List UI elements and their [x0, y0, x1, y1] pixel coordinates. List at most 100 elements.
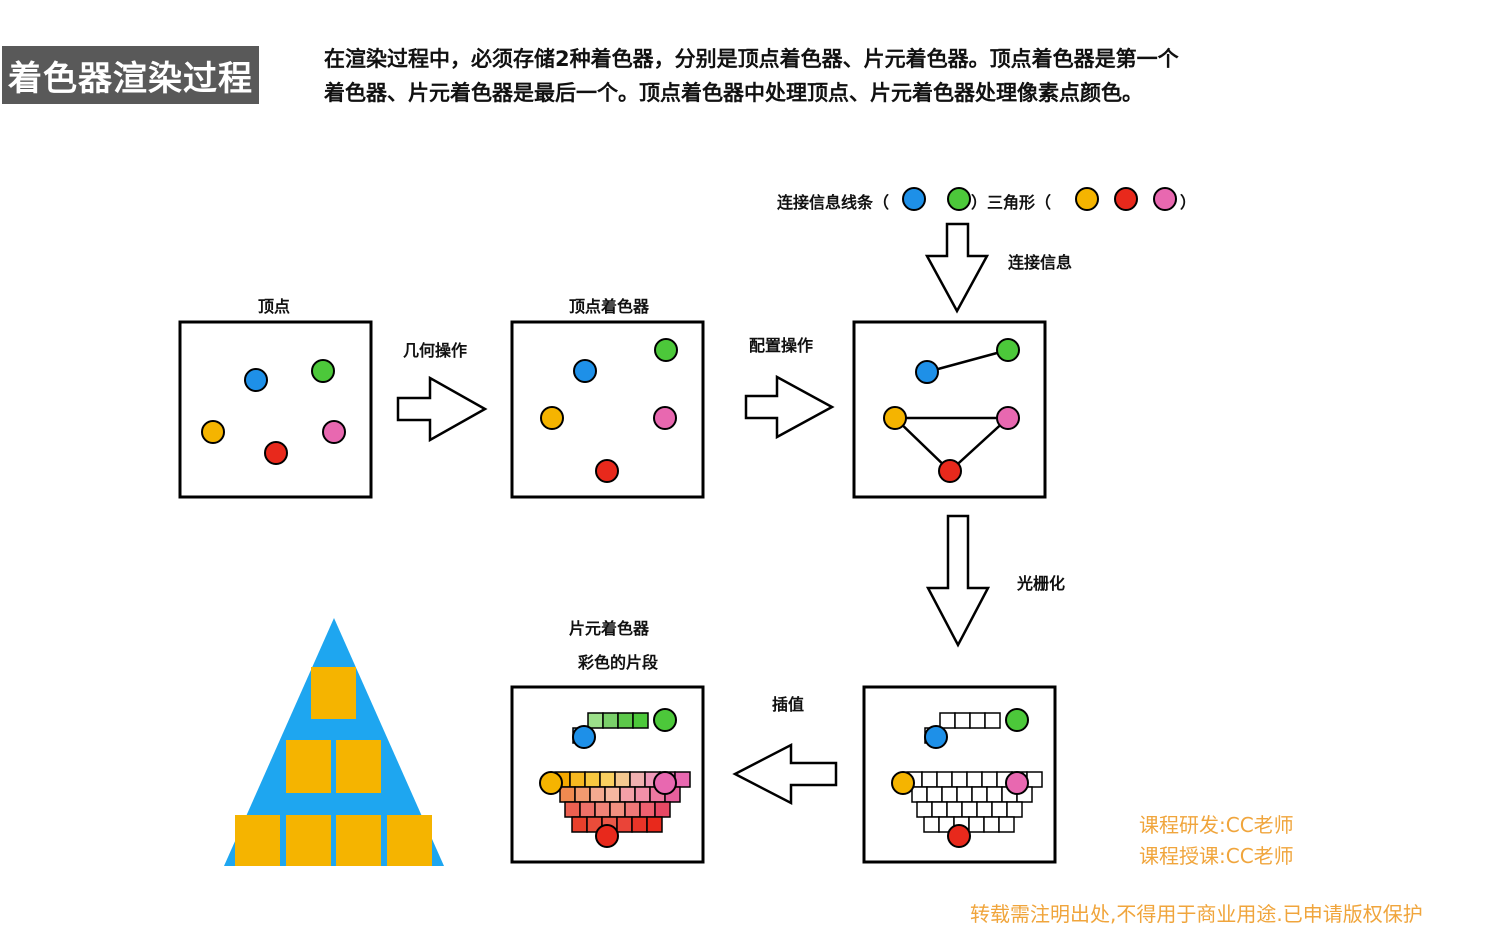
- legend-red-dot: [1114, 187, 1138, 211]
- description-line-2: 着色器、片元着色器是最后一个。顶点着色器中处理顶点、片元着色器处理像素点颜色。: [324, 81, 1143, 105]
- fragment-cell: [1006, 801, 1023, 818]
- fragment-cell: [632, 712, 649, 729]
- fragment-cell: [617, 712, 634, 729]
- legend: [902, 187, 1177, 211]
- copyright-notice: 转载需注明出处,不得用于商业用途.已申请版权保护: [970, 902, 1423, 926]
- fragment-cell: [968, 816, 985, 833]
- fragment-cell: [602, 712, 619, 729]
- fragment-cell: [599, 771, 616, 788]
- legend-green-dot: [947, 187, 971, 211]
- fragment-cell: [631, 816, 648, 833]
- primitive-box: [852, 320, 1047, 499]
- frag-pink: [653, 771, 677, 795]
- fragment-box: [510, 685, 705, 864]
- fragment-cell: [629, 771, 646, 788]
- fragment-cell: [624, 801, 641, 818]
- fragment-cell: [926, 786, 943, 803]
- fragment-cell: [574, 786, 591, 803]
- fragment-cell: [991, 801, 1008, 818]
- fragment-cell: [634, 786, 651, 803]
- legend-pink-dot: [1153, 187, 1177, 211]
- vs-red: [595, 459, 619, 483]
- legend-close: ）: [1180, 193, 1197, 212]
- raster-green: [1005, 708, 1029, 732]
- vs-green: [654, 338, 678, 362]
- fragment-cell: [969, 712, 986, 729]
- fragment-cell: [614, 771, 631, 788]
- label-config-op: 配置操作: [749, 336, 814, 355]
- arrow-left-interpolate: [732, 742, 838, 806]
- fragment-cell: [587, 712, 604, 729]
- fragment-cell: [923, 816, 940, 833]
- fragment-cell: [971, 786, 988, 803]
- fragment-cell: [639, 801, 656, 818]
- raster-box: [862, 685, 1057, 864]
- prim-green: [996, 338, 1020, 362]
- prim-blue: [915, 360, 939, 384]
- prim-red: [938, 459, 962, 483]
- fragment-cell: [976, 801, 993, 818]
- credit-teach: 课程授课:CC老师: [1139, 844, 1294, 868]
- label-interpolate: 插值: [772, 695, 805, 714]
- label-colored-fragments: 彩色的片段: [578, 653, 659, 672]
- label-rasterize: 光栅化: [1017, 574, 1066, 593]
- page-title: 着色器渲染过程: [2, 46, 259, 104]
- fragment-cell: [911, 786, 928, 803]
- legend-blue-dot: [902, 187, 926, 211]
- fragment-cell: [564, 801, 581, 818]
- label-connect-info: 连接信息: [1008, 253, 1073, 272]
- fragment-cell: [998, 816, 1015, 833]
- fragment-cell: [966, 771, 983, 788]
- fragment-cell: [616, 816, 633, 833]
- fragment-cell: [986, 786, 1003, 803]
- fragment-cell: [674, 771, 691, 788]
- fragment-cell: [921, 771, 938, 788]
- fragment-cell: [609, 801, 626, 818]
- fragment-cell: [954, 712, 971, 729]
- fragment-cell: [589, 786, 606, 803]
- fragment-cell: [1026, 771, 1043, 788]
- frag-green: [653, 708, 677, 732]
- arrow-down-rasterize: [925, 514, 991, 648]
- fragment-cell: [951, 771, 968, 788]
- fragment-cell: [981, 771, 998, 788]
- frag-red: [595, 824, 619, 848]
- label-vertex-shader: 顶点着色器: [569, 297, 650, 316]
- fragment-cell: [916, 801, 933, 818]
- frag-blue: [572, 725, 596, 749]
- fragment-cell: [579, 801, 596, 818]
- raster-red: [947, 824, 971, 848]
- vs-yellow: [540, 406, 564, 430]
- fragment-cell: [569, 771, 586, 788]
- fragment-cell: [941, 786, 958, 803]
- vertex-blue: [244, 368, 268, 392]
- vertex-red: [264, 441, 288, 465]
- vertex-green: [311, 359, 335, 383]
- vertex-yellow: [201, 420, 225, 444]
- arrow-right-config: [744, 374, 835, 440]
- fragment-cell: [571, 816, 588, 833]
- raster-pink: [1005, 771, 1029, 795]
- label-geometry-op: 几何操作: [403, 341, 468, 360]
- fragment-cell: [559, 786, 576, 803]
- legend-yellow-dot: [1075, 187, 1099, 211]
- vertex-pink: [322, 420, 346, 444]
- vertex-box: [178, 320, 373, 499]
- fragment-cell: [931, 801, 948, 818]
- legend-triangle-label: ）三角形（: [971, 193, 1052, 212]
- arrow-right-geometry: [396, 375, 488, 443]
- legend-line-label: 连接信息线条（: [777, 193, 890, 212]
- fragment-cell: [654, 801, 671, 818]
- raster-yellow: [891, 771, 915, 795]
- fragment-cell: [594, 801, 611, 818]
- frag-yellow: [539, 771, 563, 795]
- label-fragment-shader: 片元着色器: [569, 619, 650, 638]
- vs-blue: [573, 359, 597, 383]
- label-vertex: 顶点: [258, 297, 291, 316]
- credit-dev: 课程研发:CC老师: [1139, 813, 1294, 837]
- vertex-shader-box: [510, 320, 705, 499]
- fragment-cell: [619, 786, 636, 803]
- prim-pink: [996, 406, 1020, 430]
- fragment-cell: [939, 712, 956, 729]
